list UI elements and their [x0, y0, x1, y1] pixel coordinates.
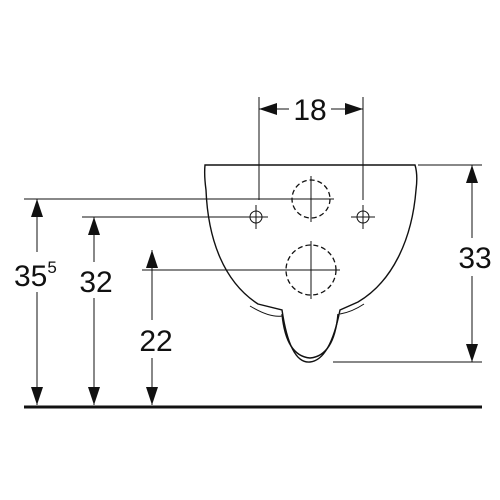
toilet-trap-shape [281, 313, 339, 359]
toilet-bowl-outline [203, 164, 418, 363]
dim-32-label: 32 [79, 266, 112, 299]
dim-33-arrow-top [466, 165, 478, 183]
dim-22-label: 22 [139, 325, 172, 358]
toilet-trap-inner-outline [249, 303, 365, 317]
dim-355-superscript: 5 [47, 258, 56, 277]
dim-355-arrow-bottom [31, 387, 43, 405]
dim-33-arrow-bottom [466, 344, 478, 362]
dim-32-arrow-bottom [88, 387, 100, 405]
dim-32-arrow-top [88, 217, 100, 235]
dim-355-main: 35 [14, 260, 47, 293]
dim-22-arrow-top [146, 250, 158, 268]
dim-18-arrow-right [345, 103, 363, 115]
dim-18-arrow-left [259, 103, 277, 115]
dim-355-arrow-top [31, 199, 43, 217]
dim-355-label: 355 [14, 258, 57, 293]
dim-18-label: 18 [293, 94, 326, 127]
dim-22-arrow-bottom [146, 387, 158, 405]
dim-33-label: 33 [458, 242, 491, 275]
